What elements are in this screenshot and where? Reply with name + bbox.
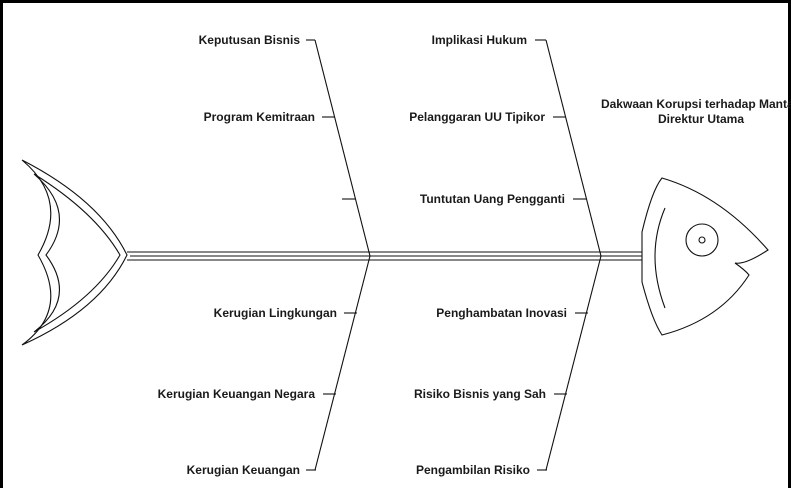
cause-label: Pengambilan Risiko xyxy=(415,463,530,477)
fish-eye-inner xyxy=(698,236,706,244)
effect-title: Dakwaan Korupsi terhadap Mantan Direktur… xyxy=(600,97,791,126)
cause-label: Tuntutan Uang Pengganti xyxy=(419,192,565,206)
cause-label: Keputusan Bisnis xyxy=(198,33,300,47)
bone-lower-right xyxy=(545,255,602,471)
cause-label: Implikasi Hukum xyxy=(431,33,527,47)
bone-upper-left xyxy=(314,39,371,257)
cause-label: Kerugian Keuangan Negara xyxy=(157,387,315,401)
fish-tail-outer xyxy=(21,159,128,346)
cause-label: Kerugian Keuangan xyxy=(186,463,300,477)
fish-gill xyxy=(654,207,666,309)
bone-upper-right xyxy=(545,39,602,257)
fish-head xyxy=(641,177,769,336)
cause-label: Risiko Bisnis yang Sah xyxy=(413,387,546,401)
fish-tail-inner xyxy=(33,173,121,333)
cause-label: Program Kemitraan xyxy=(203,110,315,124)
bone-lower-left xyxy=(314,255,371,471)
fish-eye-outer xyxy=(685,223,719,257)
cause-label: Kerugian Lingkungan xyxy=(213,306,337,320)
cause-label: Pelanggaran UU Tipikor xyxy=(409,110,545,124)
cause-label: Penghambatan Inovasi xyxy=(436,306,567,320)
